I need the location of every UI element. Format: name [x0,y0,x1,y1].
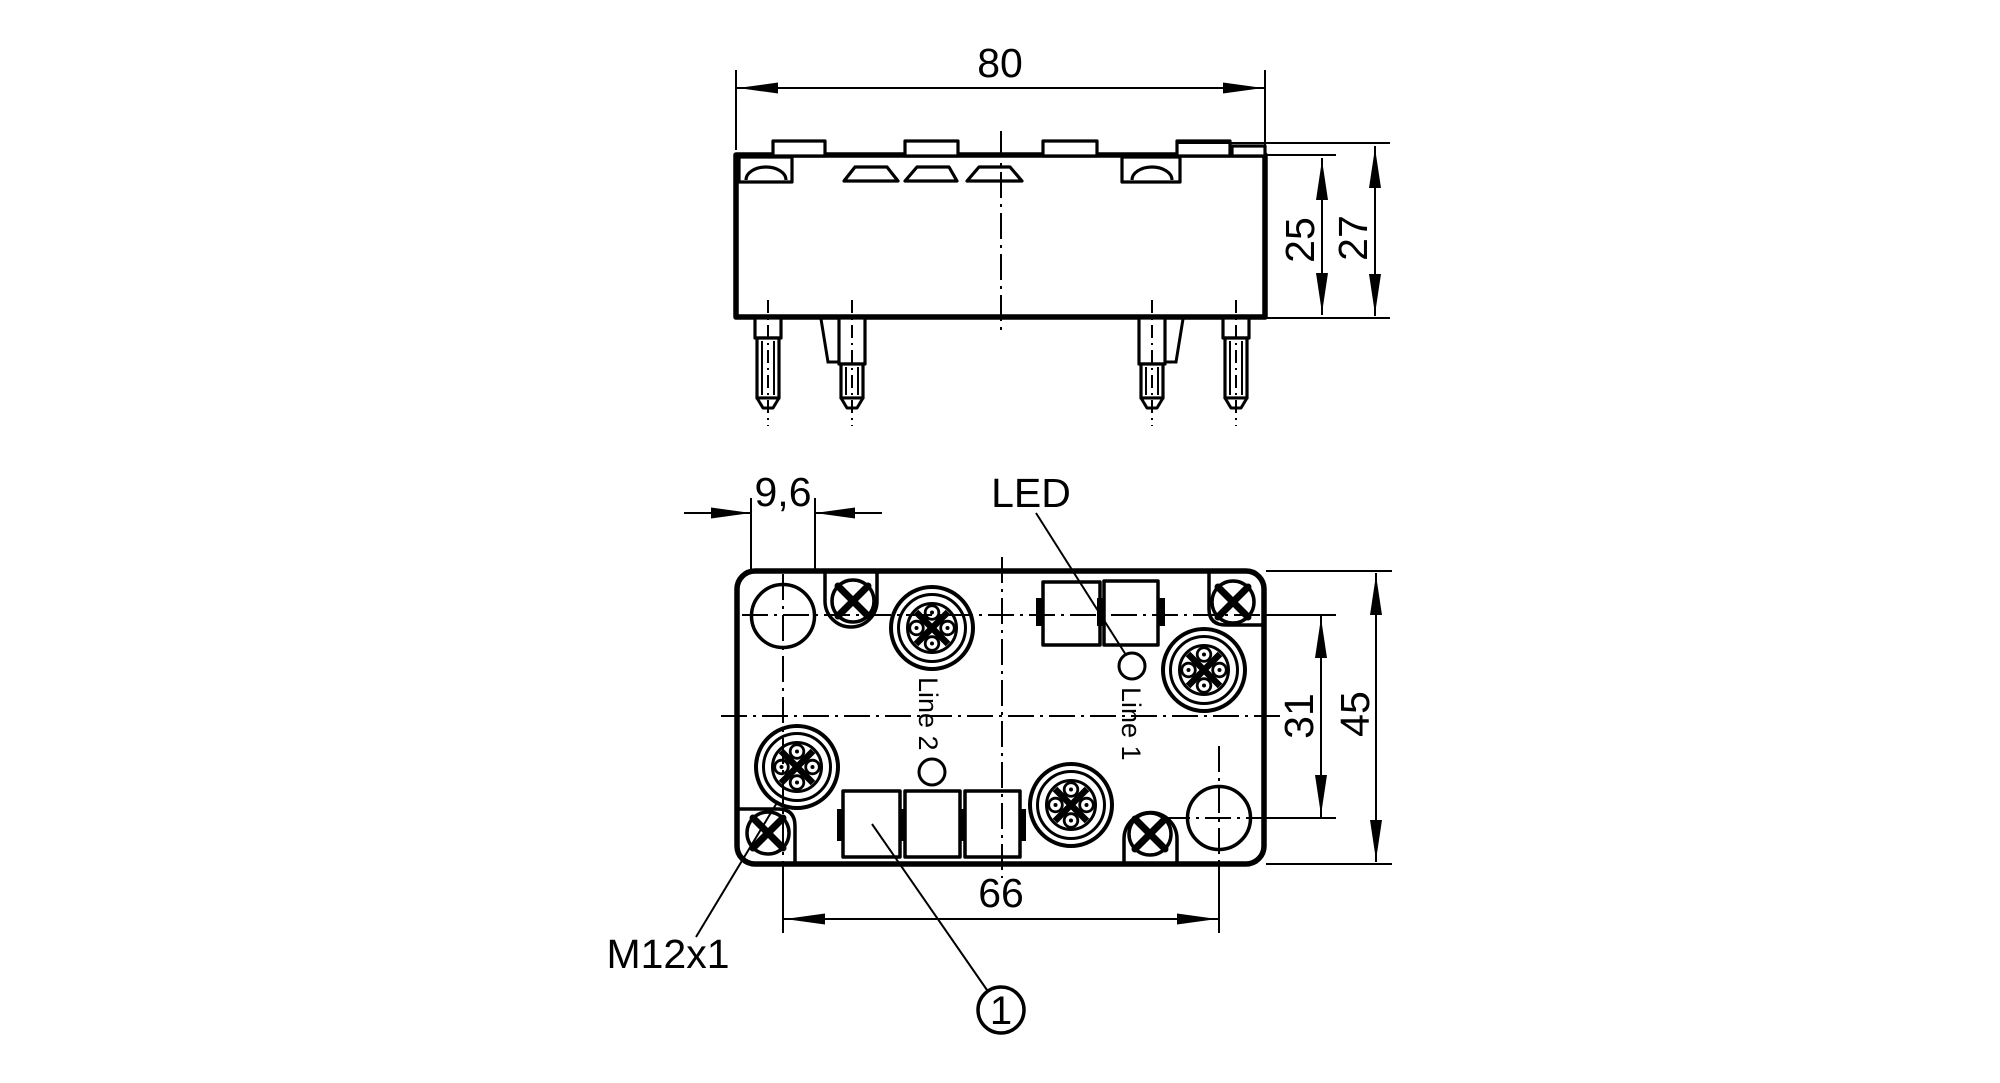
dim-width-80: 80 [735,40,1266,150]
mounting-hole-top-left [749,582,817,650]
dim-hole-diameter-96: 9,6 [684,469,882,570]
callout-1-label: 1 [990,989,1012,1033]
dim-96-label: 9,6 [755,469,812,515]
dim-27-label: 27 [1330,215,1376,261]
claw-tabs [771,139,1267,158]
screw-top-right [1207,570,1262,627]
line2-led-indicator [917,757,947,787]
dim-spacing-31: 31 [1276,616,1327,817]
dim-spacing-66: 66 [783,870,1219,925]
left-dome-notch [737,155,794,184]
dim-width-label: 80 [977,40,1023,86]
dim-31-label: 31 [1276,693,1322,739]
m12-socket-3 [754,724,840,810]
thread-label: M12x1 [606,931,729,977]
screw-bottom [1122,810,1179,865]
line2-label: Line 2 [913,677,943,751]
line1-label: Line 1 [1116,687,1146,761]
led-label: LED [991,470,1071,516]
dim-height-45: 45 [1266,570,1392,865]
front-view: Line 1 Line 2 LED M12x1 9,6 66 [606,469,1392,1035]
dim-66-label: 66 [978,870,1024,916]
dim-25-label: 25 [1277,217,1323,263]
mounting-hole-bottom-right [1185,784,1253,852]
trapezoid-claws [842,165,1024,183]
terminal-windows [837,789,1026,859]
m12-socket-4 [1028,762,1114,848]
mounting-pin-4 [1221,300,1251,426]
led-callout: LED [991,470,1127,656]
callout-1: 1 [871,823,1026,1035]
mounting-pin-3 [1137,300,1185,426]
m12-socket-2 [1161,627,1247,713]
m12-socket-1 [889,585,975,671]
thread-callout: M12x1 [606,800,779,977]
dim-45-label: 45 [1332,691,1378,737]
mounting-pin-2 [819,300,867,426]
line1-led-indicator [1117,651,1147,681]
mounting-pin-1 [753,300,783,426]
screw-bottom-left [739,807,797,863]
side-view: 80 [733,40,1390,426]
front-body-outline [734,568,1267,867]
right-dome-notch [1120,155,1182,184]
dim-total-height-27: 27 [1177,142,1390,319]
screw-top [823,570,879,629]
dim-body-height-25: 25 [1265,154,1336,315]
